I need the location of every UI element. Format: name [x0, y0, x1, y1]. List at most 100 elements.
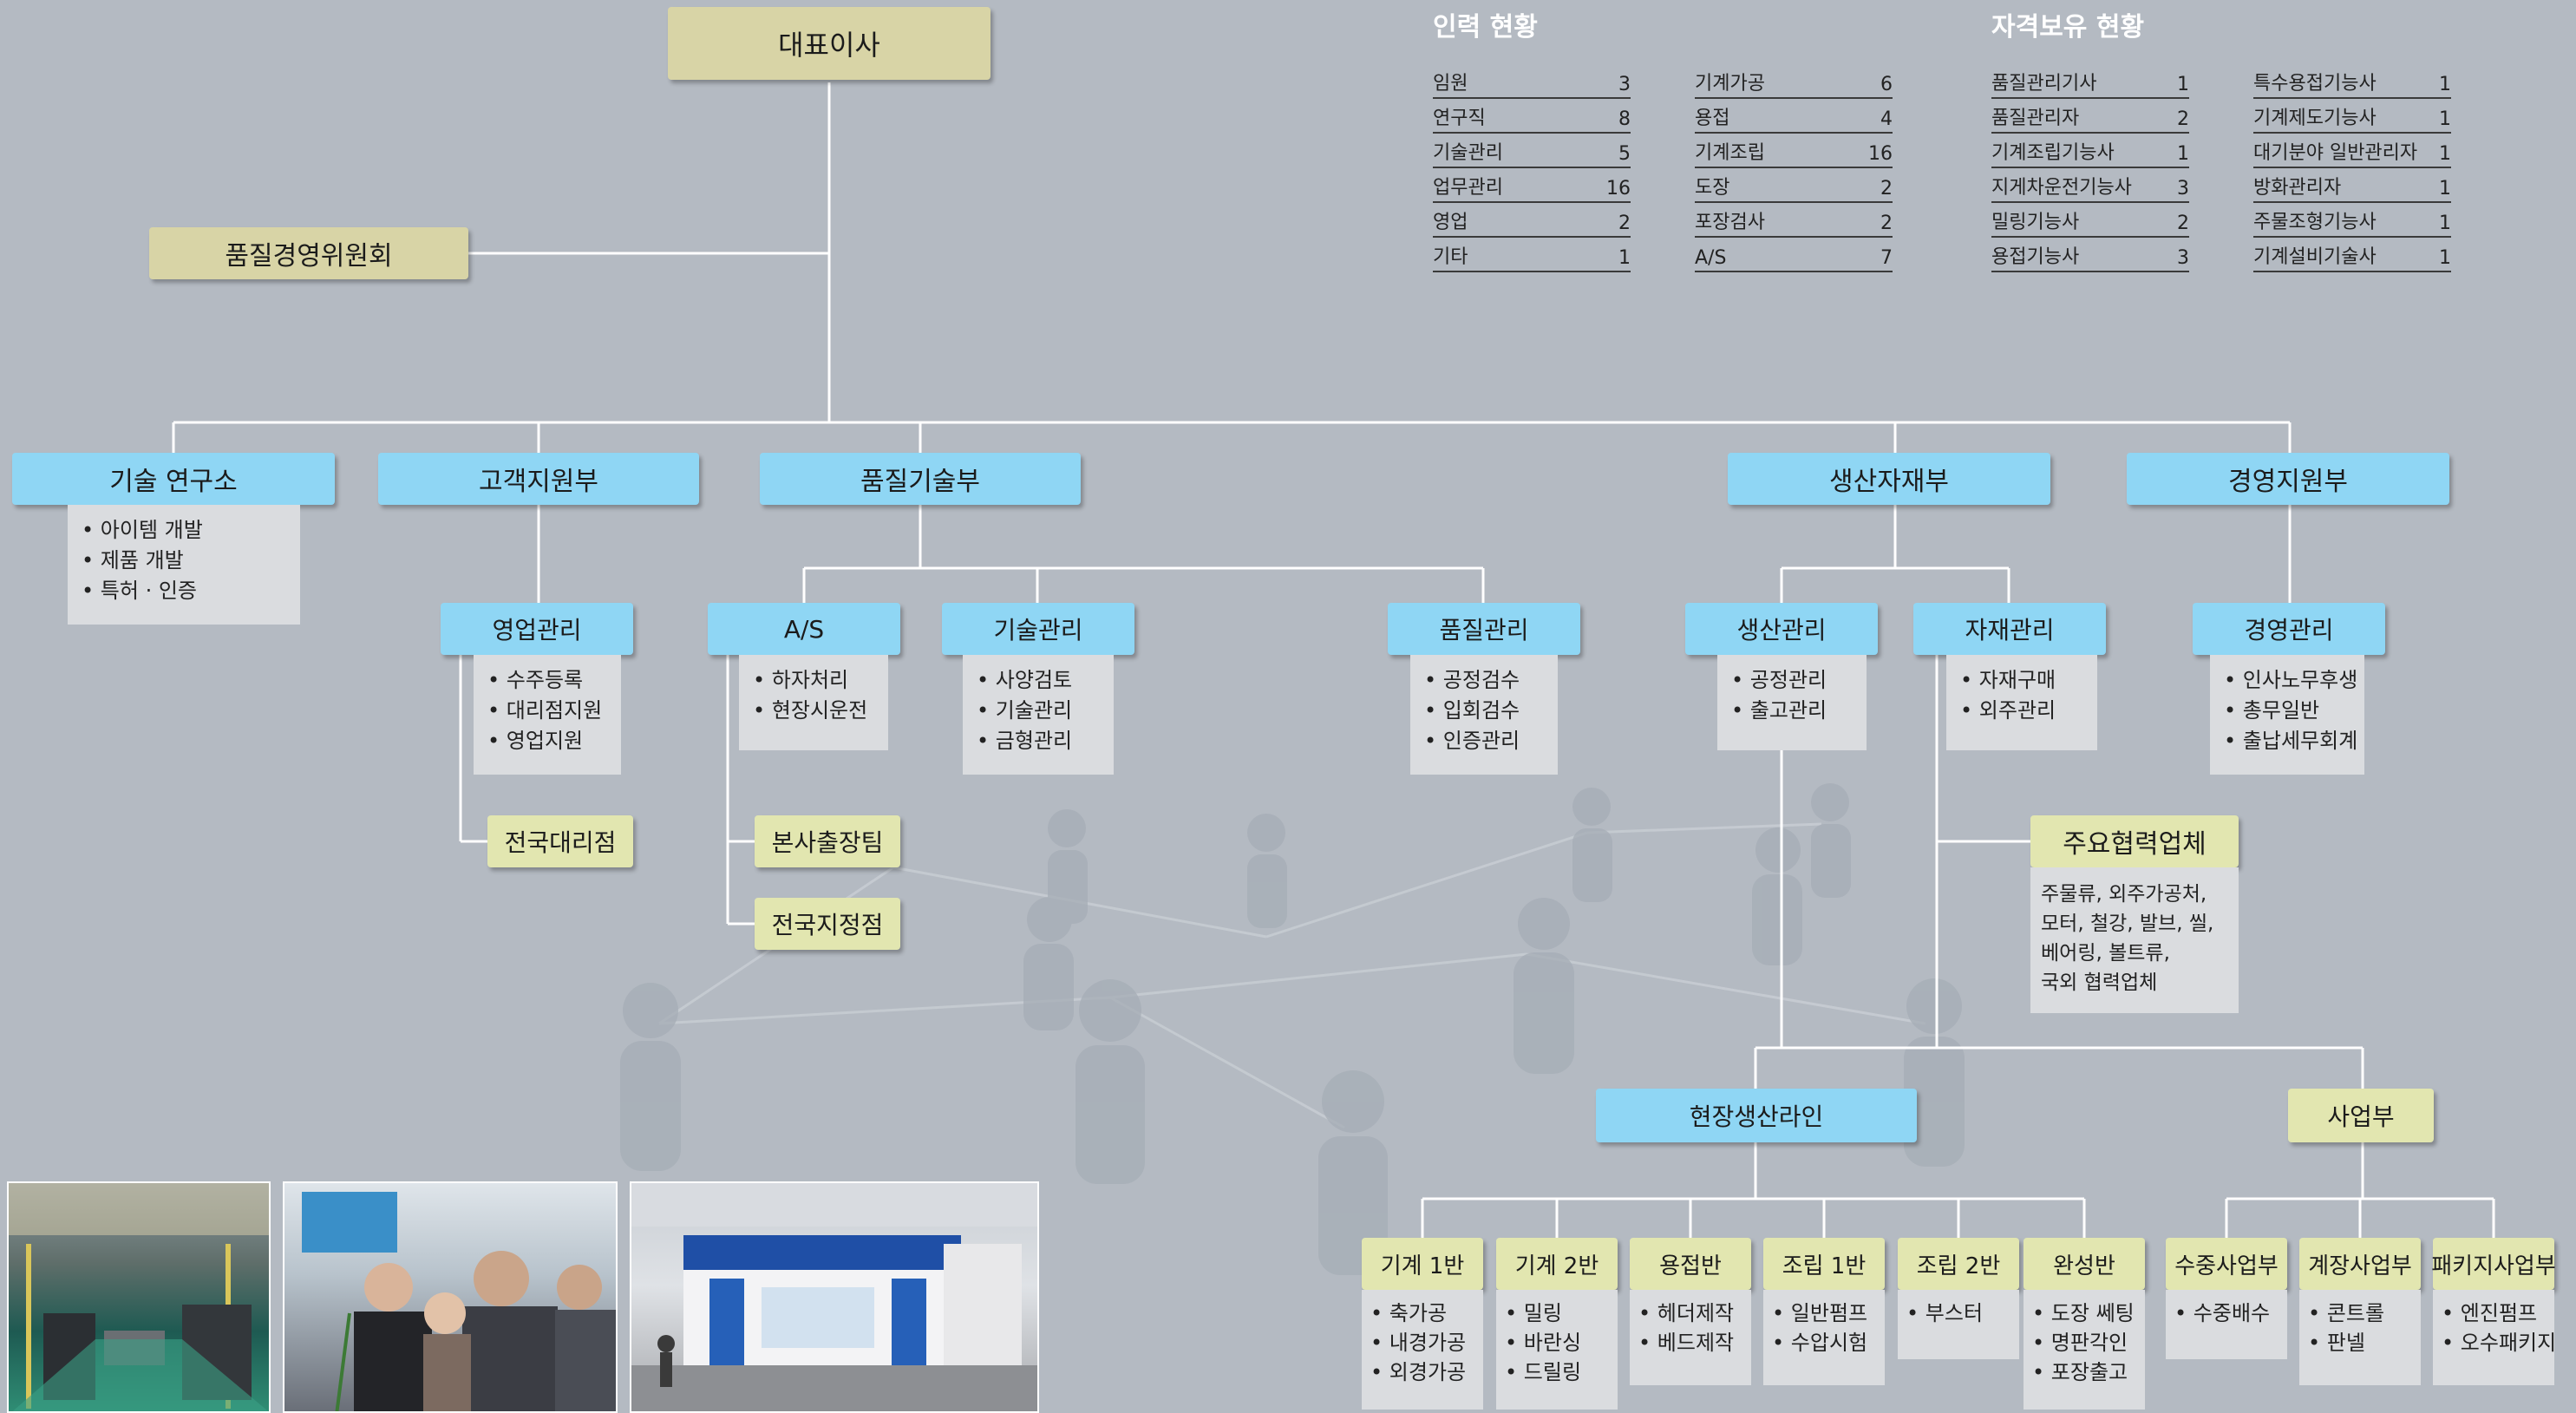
branch-agency: 전국대리점 [487, 815, 633, 867]
stat-count: 16 [1868, 143, 1893, 165]
detail-item: 자재구매 [1960, 665, 2087, 696]
dept-production-label: 생산자재부 [1829, 467, 1949, 497]
detail-item: 명판각인 [2032, 1328, 2141, 1357]
team-sales-label: 영업관리 [492, 616, 582, 644]
unit-label: 패키지사업부 [2431, 1253, 2556, 1279]
team-material-label: 자재관리 [1965, 616, 2055, 644]
stat-count: 2 [2177, 108, 2189, 130]
detail-item: 드릴링 [1505, 1357, 1614, 1387]
exhibition-booth-art [631, 1183, 1037, 1411]
production-line-label: 현장생산라인 [1689, 1102, 1824, 1131]
detail-item: 베어링, 볼트류, [2041, 942, 2170, 965]
detail-item: 주물류, 외주가공처, [2041, 883, 2207, 906]
detail-item: 수주등록 [487, 665, 611, 696]
detail-item: 오수패키지 [2442, 1328, 2556, 1357]
stat-name: A/S [1695, 247, 1727, 269]
stat-name: 연구직 [1433, 108, 1486, 129]
unit-details: 엔진펌프오수패키지 [2433, 1290, 2556, 1385]
detail-item: 바란싱 [1505, 1328, 1614, 1357]
detail-item: 특허 · 인증 [82, 576, 290, 606]
committee-box: 품질경영위원회 [149, 227, 468, 279]
detail-item: 출고관리 [1731, 696, 1856, 726]
exhibition-people-art [302, 1192, 616, 1411]
stat-row: 품질관리자 2 [1991, 99, 2189, 134]
stat-count: 1 [2439, 74, 2451, 95]
unit-details: 부스터 [1898, 1290, 2019, 1359]
unit-details: 수중배수 [2166, 1290, 2287, 1359]
stat-name: 주물조형기능사 [2253, 212, 2377, 233]
detail-item: 콘트롤 [2308, 1299, 2417, 1328]
team-qc: 품질관리 [1388, 603, 1580, 655]
stat-count: 16 [1606, 178, 1631, 200]
business-box: 사업부 [2288, 1089, 2434, 1142]
branch-hq-service-label: 본사출장팀 [771, 828, 884, 857]
team-tech-label: 기술관리 [993, 616, 1083, 644]
team-tech-details: 사양검토 기술관리 금형관리 [963, 655, 1114, 775]
detail-item: 내경가공 [1370, 1328, 1480, 1357]
ceo-label: 대표이사 [778, 29, 880, 62]
branch-agency-label: 전국대리점 [504, 828, 617, 857]
unit-box: 계장사업부 [2299, 1238, 2421, 1290]
team-qc-details: 공정검수 입회검수 인증관리 [1410, 655, 1558, 775]
detail-item: 금형관리 [977, 726, 1103, 756]
stat-name: 품질관리자 [1991, 108, 2080, 129]
detail-item: 인증관리 [1424, 726, 1547, 756]
unit-details: 도장 쎄팅명판각인포장출고 [2024, 1290, 2145, 1410]
stat-name: 포장검사 [1695, 212, 1765, 233]
team-prod: 생산관리 [1685, 603, 1878, 655]
team-material-details: 자재구매 외주관리 [1946, 655, 2097, 750]
stat-name: 방화관리자 [2253, 177, 2342, 199]
stat-name: 지게차운전기능사 [1991, 177, 2132, 199]
stat-row: 임원 3 [1433, 64, 1631, 99]
background-network [658, 822, 1926, 1129]
stat-name: 용접기능사 [1991, 246, 2080, 268]
detail-item: 총무일반 [2224, 696, 2354, 726]
production-line-box: 현장생산라인 [1596, 1089, 1917, 1142]
stat-count: 6 [1880, 74, 1893, 95]
unit-details: 헤더제작베드제작 [1630, 1290, 1751, 1385]
unit-label: 기계 2반 [1514, 1253, 1599, 1279]
stat-count: 1 [2439, 178, 2451, 200]
unit-label: 계장사업부 [2308, 1253, 2412, 1279]
unit-details: 콘트롤판넬 [2299, 1290, 2421, 1385]
stat-count: 1 [2177, 74, 2189, 95]
stat-row: 방화관리자 1 [2253, 168, 2451, 203]
stat-name: 기계가공 [1695, 73, 1765, 95]
stat-count: 1 [2439, 247, 2451, 269]
stat-count: 1 [2439, 143, 2451, 165]
unit-box: 완성반 [2024, 1238, 2145, 1290]
unit-label: 조립 2반 [1916, 1253, 2001, 1279]
unit-label: 수중사업부 [2174, 1253, 2279, 1279]
stat-name: 기술관리 [1433, 142, 1503, 164]
dept-production: 생산자재부 [1728, 453, 2050, 505]
detail-item: 입회검수 [1424, 696, 1547, 726]
stat-name: 기계조립 [1695, 142, 1765, 164]
dept-management: 경영지원부 [2127, 453, 2449, 505]
certs-title: 자격보유 현황 [1991, 12, 2145, 43]
ceo-box: 대표이사 [668, 7, 991, 80]
detail-item: 축가공 [1370, 1299, 1480, 1328]
detail-item: 포장출고 [2032, 1357, 2141, 1387]
stat-count: 1 [1618, 247, 1631, 269]
stat-name: 임원 [1433, 73, 1468, 95]
stat-count: 3 [1618, 74, 1631, 95]
detail-item: 일반펌프 [1772, 1299, 1881, 1328]
unit-label: 조립 1반 [1782, 1253, 1867, 1279]
unit-box: 조립 2반 [1898, 1238, 2019, 1290]
detail-item: 베드제작 [1638, 1328, 1748, 1357]
stat-count: 1 [2439, 213, 2451, 234]
detail-item: 밀링 [1505, 1299, 1614, 1328]
detail-item: 엔진펌프 [2442, 1299, 2551, 1328]
partners-box: 주요협력업체 [2030, 815, 2239, 867]
exhibition-booth-photo [630, 1181, 1039, 1413]
